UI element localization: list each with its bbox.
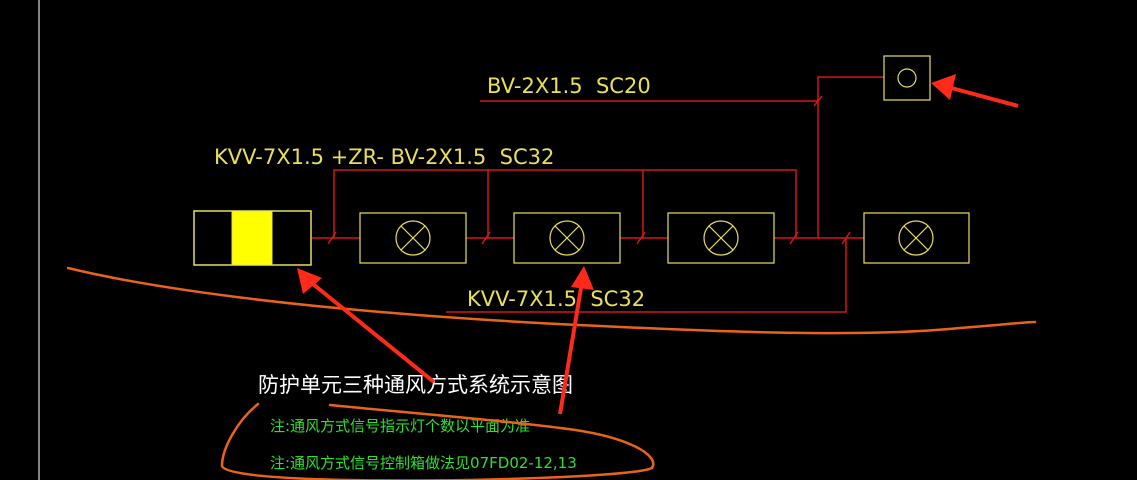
arrow-head — [297, 268, 322, 294]
red-arrows — [297, 74, 1019, 415]
wire-upper-bus — [333, 169, 797, 238]
arrow-shaft — [306, 278, 436, 384]
wire-lower — [446, 238, 847, 313]
cable-label-upper: KVV-7X1.5 +ZR- BV-2X1.5 SC32 — [214, 145, 554, 169]
orange-curve-stroke — [66, 266, 1037, 335]
note-line-2: 注:通风方式信号控制箱做法见07FD02-12,13 — [270, 454, 577, 472]
tick-mark — [327, 231, 337, 245]
wiring — [312, 76, 884, 313]
indicator-lamp — [667, 212, 775, 264]
arrow-head — [571, 266, 594, 290]
tick-mark — [841, 231, 851, 245]
control-box-fill — [231, 210, 273, 266]
indicator-lamp — [863, 212, 970, 264]
diagram-title: 防护单元三种通风方式系统示意图 — [258, 373, 573, 397]
tick-mark — [813, 95, 823, 107]
signal-control-box — [193, 210, 312, 266]
arrow-shaft — [558, 281, 584, 415]
note-line-1: 注:通风方式信号指示灯个数以平面为准 — [270, 417, 530, 435]
orange-ellipse-stroke — [220, 402, 655, 480]
wire-riser-to-lamp — [817, 76, 884, 238]
indicator-lamp — [513, 212, 621, 264]
tick-mark — [481, 231, 491, 245]
arrow-shaft — [943, 84, 1019, 108]
cable-label-top-right: BV-2X1.5 SC20 — [487, 74, 651, 98]
tick-mark — [789, 231, 799, 245]
arrow-head — [931, 74, 956, 100]
cable-label-lower: KVV-7X1.5 SC32 — [467, 287, 645, 311]
indicator-lamp — [359, 212, 467, 264]
tick-mark — [636, 231, 646, 245]
orange-annotation — [66, 266, 1037, 480]
signal-light-circle — [883, 55, 931, 101]
